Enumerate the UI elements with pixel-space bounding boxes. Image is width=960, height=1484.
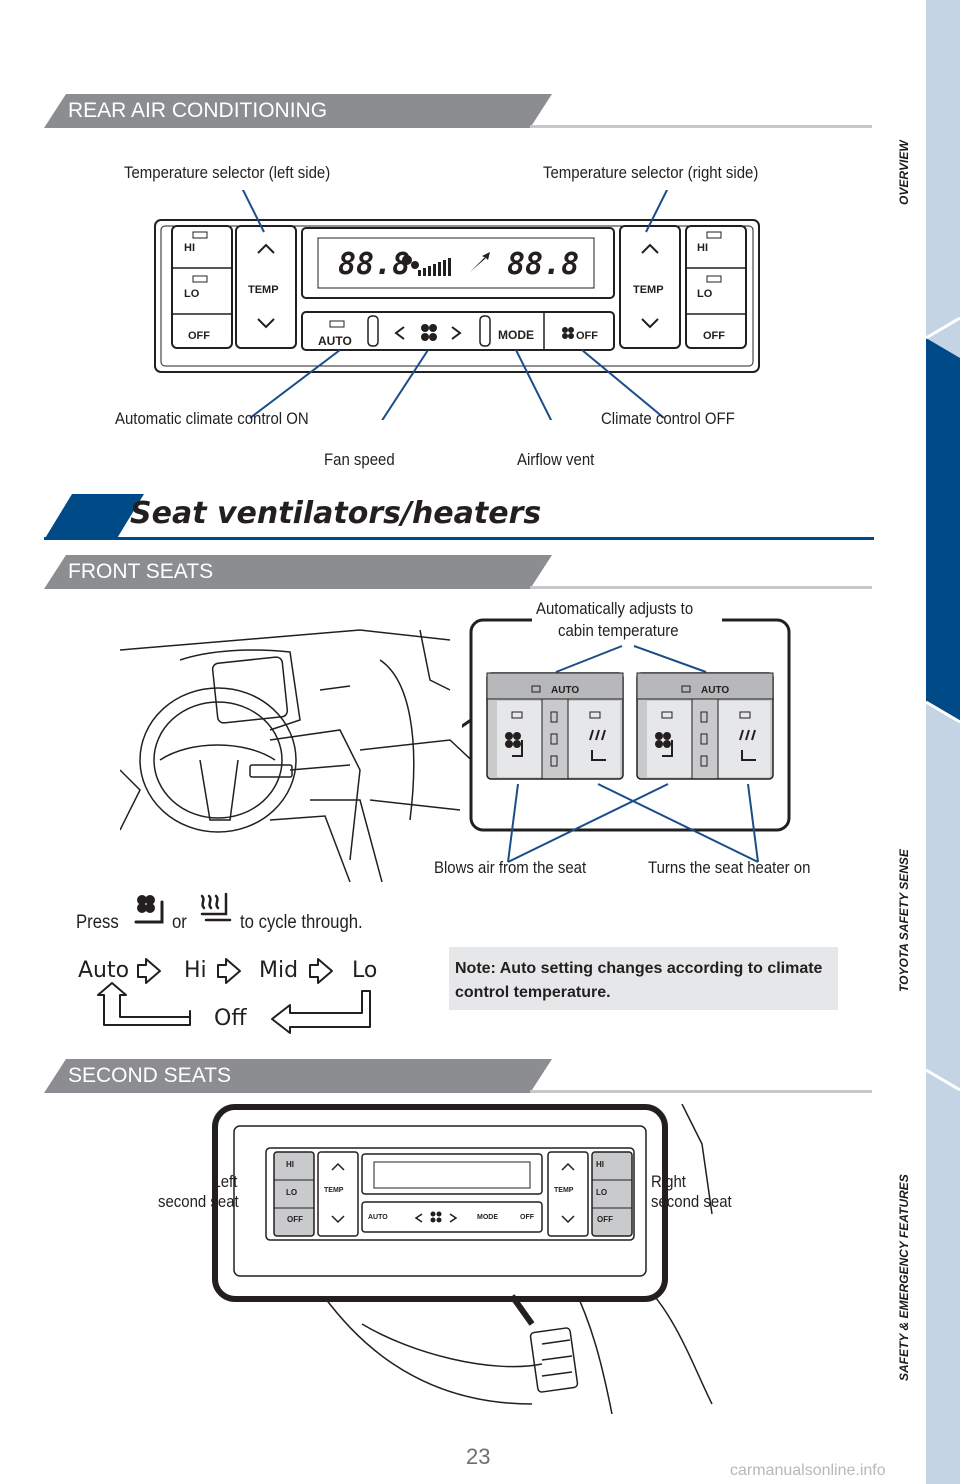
second-fan-off[interactable]: OFF	[520, 1214, 534, 1221]
step-hi: Hi	[184, 958, 207, 983]
front-seat-controls	[462, 610, 791, 863]
second-right-off[interactable]: OFF	[597, 1215, 613, 1224]
callout-auto-adjust-1: Automatically adjusts to	[536, 599, 694, 618]
left-hi-label[interactable]: HI	[184, 242, 195, 254]
cycle-arrows	[97, 958, 371, 1034]
seat-title-bar	[44, 494, 874, 540]
callout-heater-on: Turns the seat heater on	[648, 858, 811, 877]
right-hi-label[interactable]: HI	[697, 242, 708, 254]
ventilator-icon	[134, 895, 164, 924]
step-auto: Auto	[78, 958, 130, 983]
watermark: carmanualsonline.info	[730, 1462, 886, 1479]
mode-button[interactable]: MODE	[498, 328, 534, 342]
right-temp-label[interactable]: TEMP	[633, 284, 664, 296]
second-mode[interactable]: MODE	[477, 1214, 498, 1221]
second-left-off[interactable]: OFF	[287, 1215, 303, 1224]
seat-section-title: Seat ventilators/heaters	[130, 496, 542, 531]
page-number: 23	[466, 1444, 491, 1469]
right-lo-label[interactable]: LO	[697, 288, 713, 300]
side-nav	[926, 0, 960, 1484]
press-label: Press	[76, 912, 119, 933]
callout-right-second-1: Right	[651, 1172, 686, 1191]
second-right-temp[interactable]: TEMP	[554, 1187, 574, 1194]
callout-fan-speed: Fan speed	[324, 450, 395, 469]
rear-ac-panel	[154, 190, 760, 420]
second-seats-banner: SECOND SEATS	[44, 1059, 552, 1093]
rear-ac-rule	[530, 125, 872, 128]
front-seats-rule	[530, 586, 872, 589]
auto-button[interactable]: AUTO	[318, 334, 352, 348]
second-seats-title: SECOND SEATS	[68, 1064, 231, 1087]
callout-left-second-2: second seat	[158, 1192, 239, 1211]
step-mid: Mid	[259, 958, 299, 983]
nav-overview[interactable]: OVERVIEW	[897, 140, 911, 205]
nav-safety-emergency[interactable]: SAFETY & EMERGENCY FEATURES	[897, 1174, 911, 1381]
left-temp-label[interactable]: TEMP	[248, 284, 279, 296]
right-off-button[interactable]: OFF	[703, 330, 725, 342]
callout-climate-off: Climate control OFF	[601, 409, 735, 428]
display-left-value: 88.8	[338, 247, 411, 282]
second-left-temp[interactable]: TEMP	[324, 1187, 344, 1194]
or-label: or	[172, 912, 187, 933]
left-off-button[interactable]: OFF	[188, 330, 210, 342]
front-left-auto-label[interactable]: AUTO	[551, 685, 580, 696]
second-left-lo[interactable]: LO	[286, 1188, 298, 1197]
second-seats-rule	[530, 1090, 872, 1093]
front-right-auto-label[interactable]: AUTO	[701, 685, 730, 696]
callout-blows-air: Blows air from the seat	[434, 858, 587, 877]
second-auto[interactable]: AUTO	[368, 1214, 388, 1221]
cycle-label: to cycle through.	[240, 912, 363, 933]
nav-toyota-safety-sense[interactable]: TOYOTA SAFETY SENSE	[897, 849, 911, 992]
fan-off-button[interactable]: OFF	[576, 330, 598, 342]
display-right-value: 88.8	[507, 247, 580, 282]
rear-ac-banner: REAR AIR CONDITIONING	[44, 94, 552, 128]
front-seats-banner: FRONT SEATS	[44, 555, 552, 589]
callout-auto-on: Automatic climate control ON	[115, 409, 309, 428]
second-seat-illustration	[212, 1104, 713, 1414]
second-left-hi[interactable]: HI	[286, 1160, 294, 1169]
left-lo-label[interactable]: LO	[184, 288, 200, 300]
callout-auto-adjust-2: cabin temperature	[558, 621, 679, 640]
callout-temp-right: Temperature selector (right side)	[543, 163, 759, 182]
step-off: Off	[214, 1006, 247, 1031]
step-lo: Lo	[352, 958, 378, 983]
second-right-lo[interactable]: LO	[596, 1188, 608, 1197]
callout-left-second-1: Left	[212, 1172, 237, 1191]
callout-airflow-vent: Airflow vent	[517, 450, 595, 469]
seat-heater-icon	[200, 892, 232, 922]
second-right-hi[interactable]: HI	[596, 1160, 604, 1169]
side-nav-tabs	[926, 316, 960, 1092]
callout-right-second-2: second seat	[651, 1192, 732, 1211]
front-interior-illustration	[120, 629, 482, 882]
callout-temp-left: Temperature selector (left side)	[124, 163, 331, 182]
front-seats-title: FRONT SEATS	[68, 560, 214, 583]
nav-features-operations[interactable]: FEATURES & OPERATIONS	[897, 458, 911, 616]
rear-ac-title: REAR AIR CONDITIONING	[68, 99, 328, 122]
auto-setting-note: Note: Auto setting changes according to …	[449, 947, 838, 1010]
